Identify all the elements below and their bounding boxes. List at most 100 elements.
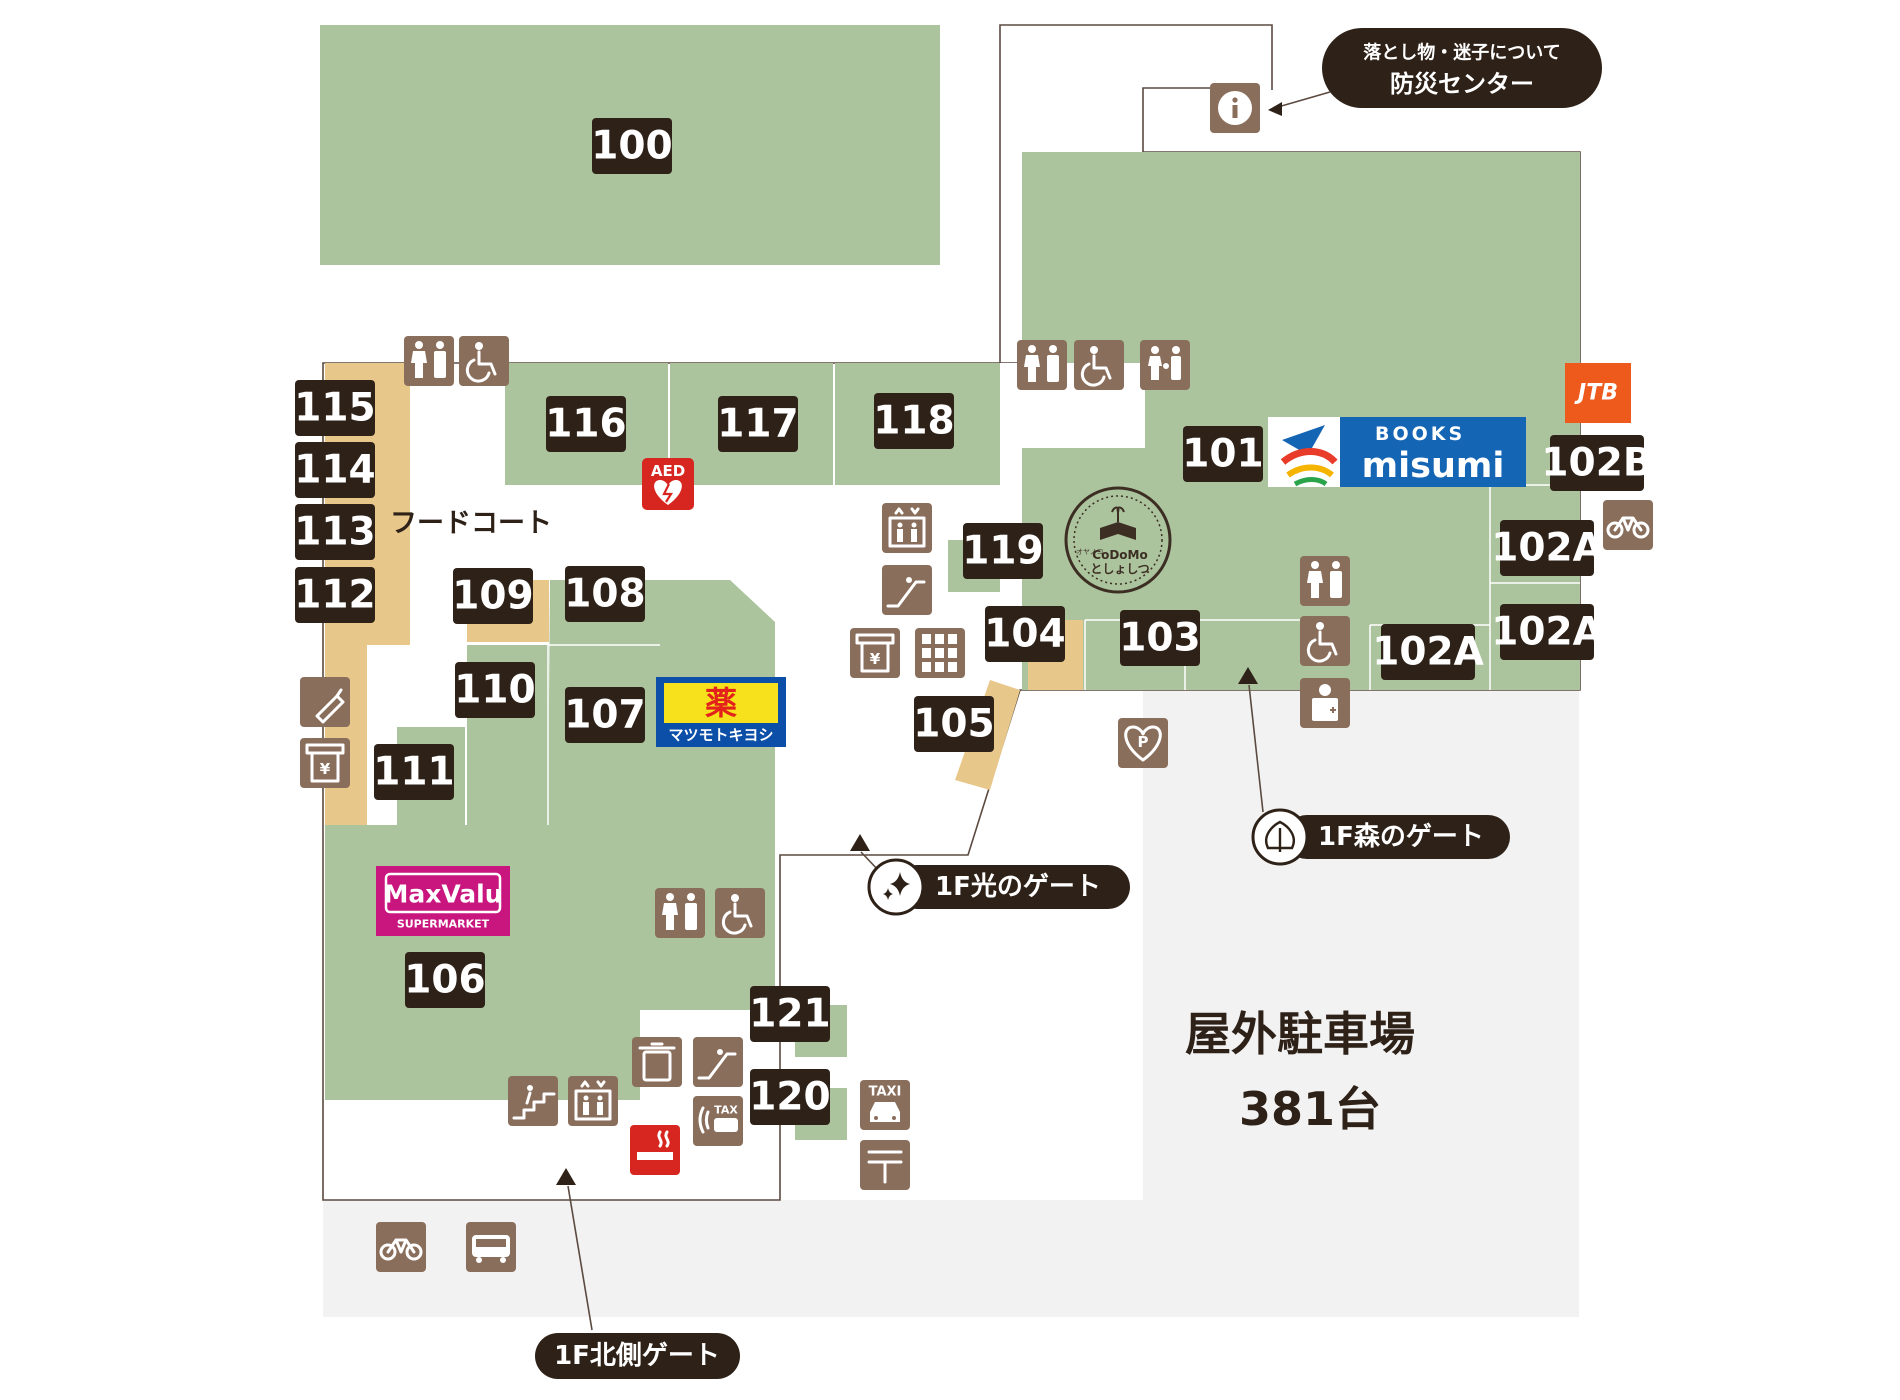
svg-text:TAXI: TAXI	[869, 1085, 902, 1100]
label-118[interactable]: 118	[873, 393, 955, 449]
shop-labels: 100 101 102B 102A 102A 102A 103 104 105 …	[294, 118, 1653, 1125]
label-121[interactable]: 121	[749, 986, 831, 1042]
bicycle-icon	[376, 1222, 426, 1272]
family-restroom-icon	[1140, 340, 1190, 390]
svg-text:105: 105	[913, 702, 994, 747]
label-106[interactable]: 106	[404, 952, 486, 1008]
forest-gate-marker[interactable]: 1F森のゲート	[1238, 667, 1510, 866]
label-101[interactable]: 101	[1182, 426, 1264, 482]
svg-text:115: 115	[294, 386, 375, 431]
svg-text:102A: 102A	[1491, 610, 1603, 655]
taxi-icon: TAXI	[860, 1080, 910, 1130]
label-116[interactable]: 116	[545, 396, 627, 452]
label-100[interactable]: 100	[591, 118, 673, 174]
label-104[interactable]: 104	[984, 606, 1066, 662]
wheelchair-icon	[459, 336, 509, 386]
label-112[interactable]: 112	[294, 567, 376, 623]
restroom-icon	[1300, 556, 1350, 606]
svg-text:103: 103	[1119, 616, 1200, 661]
bicycle-icon	[1603, 500, 1653, 550]
label-108[interactable]: 108	[564, 566, 646, 622]
svg-text:106: 106	[404, 958, 485, 1003]
svg-text:防災センター: 防災センター	[1390, 70, 1534, 98]
codomo-logo: オヤノコ CoDoMo としょしつ	[1064, 486, 1172, 594]
svg-text:オヤノコ: オヤノコ	[1076, 548, 1103, 556]
svg-text:¥: ¥	[870, 650, 881, 668]
taxi-phone-icon: TAX	[693, 1096, 743, 1146]
post-office-icon	[860, 1140, 910, 1190]
parking-count: 381台	[1239, 1082, 1381, 1136]
bus-icon	[466, 1222, 516, 1272]
label-115[interactable]: 115	[294, 380, 376, 436]
svg-text:TAX: TAX	[714, 1104, 738, 1117]
svg-text:SUPERMARKET: SUPERMARKET	[397, 918, 490, 931]
food-strip[interactable]	[325, 645, 367, 825]
svg-text:BOOKS: BOOKS	[1375, 423, 1465, 445]
svg-text:101: 101	[1182, 432, 1263, 477]
svg-text:118: 118	[873, 399, 954, 444]
light-gate-label: 1F光のゲート	[935, 872, 1101, 902]
svg-text:CoDoMo: CoDoMo	[1092, 548, 1147, 562]
sparkle-icon	[883, 872, 910, 900]
svg-text:116: 116	[545, 402, 626, 447]
food-court-label: フードコート	[390, 508, 552, 539]
svg-text:108: 108	[564, 572, 645, 617]
books-misumi-logo: BOOKS misumi	[1268, 417, 1526, 487]
svg-text:111: 111	[373, 750, 454, 795]
label-102B[interactable]: 102B	[1541, 435, 1653, 491]
label-113[interactable]: 113	[294, 504, 376, 560]
north-gate-marker[interactable]: 1F北側ゲート	[535, 1168, 740, 1379]
label-102A-2[interactable]: 102A	[1491, 604, 1603, 660]
svg-text:117: 117	[717, 402, 798, 447]
svg-text:P: P	[1138, 733, 1149, 751]
svg-text:104: 104	[984, 612, 1065, 657]
label-102A-3[interactable]: 102A	[1372, 624, 1484, 680]
atm-icon: ¥	[300, 738, 350, 788]
light-gate-marker[interactable]: 1F光のゲート	[850, 834, 1130, 916]
label-110[interactable]: 110	[454, 662, 536, 718]
svg-text:misumi: misumi	[1362, 446, 1505, 486]
svg-text:落とし物・迷子について: 落とし物・迷子について	[1363, 42, 1560, 64]
elevator-icon	[568, 1076, 618, 1126]
first-aid-icon	[1300, 678, 1350, 728]
svg-text:MaxValu: MaxValu	[383, 880, 502, 909]
svg-text:102B: 102B	[1541, 441, 1652, 486]
locker-icon	[915, 628, 965, 678]
label-105[interactable]: 105	[913, 696, 995, 752]
label-111[interactable]: 111	[373, 744, 455, 800]
jtb-logo: JTB	[1565, 363, 1631, 423]
wheelchair-icon	[1074, 340, 1124, 390]
label-102A-1[interactable]: 102A	[1491, 520, 1603, 576]
label-120[interactable]: 120	[749, 1069, 831, 1125]
info-icon[interactable]	[1210, 83, 1260, 133]
atm-icon: ¥	[850, 628, 900, 678]
svg-text:マツモトキヨシ: マツモトキヨシ	[668, 726, 773, 744]
wheelchair-icon	[715, 888, 765, 938]
baby-bottle-icon	[300, 677, 350, 727]
svg-text:120: 120	[749, 1075, 830, 1120]
svg-text:JTB: JTB	[1574, 381, 1618, 406]
label-117[interactable]: 117	[717, 396, 799, 452]
svg-text:113: 113	[294, 510, 375, 555]
aed-icon: AED	[642, 458, 694, 510]
svg-text:112: 112	[294, 573, 375, 618]
elevator-icon	[882, 503, 932, 553]
parking-icon: P	[1118, 718, 1168, 768]
stairs-icon	[508, 1076, 558, 1126]
label-103[interactable]: 103	[1119, 610, 1201, 666]
svg-text:¥: ¥	[320, 760, 331, 778]
label-119[interactable]: 119	[962, 523, 1044, 579]
info-callout: 落とし物・迷子について 防災センター	[1268, 28, 1602, 116]
corridor-outline	[999, 24, 1273, 363]
label-107[interactable]: 107	[564, 687, 646, 743]
north-gate-label: 1F北側ゲート	[554, 1341, 720, 1371]
svg-text:119: 119	[962, 529, 1043, 574]
parking-label: 屋外駐車場	[1185, 1007, 1415, 1061]
restroom-icon	[404, 336, 454, 386]
svg-text:薬: 薬	[705, 684, 737, 722]
smoking-area-icon	[630, 1125, 680, 1175]
label-114[interactable]: 114	[294, 442, 376, 498]
label-109[interactable]: 109	[452, 568, 534, 624]
svg-text:114: 114	[294, 448, 375, 493]
svg-text:102A: 102A	[1372, 630, 1484, 675]
